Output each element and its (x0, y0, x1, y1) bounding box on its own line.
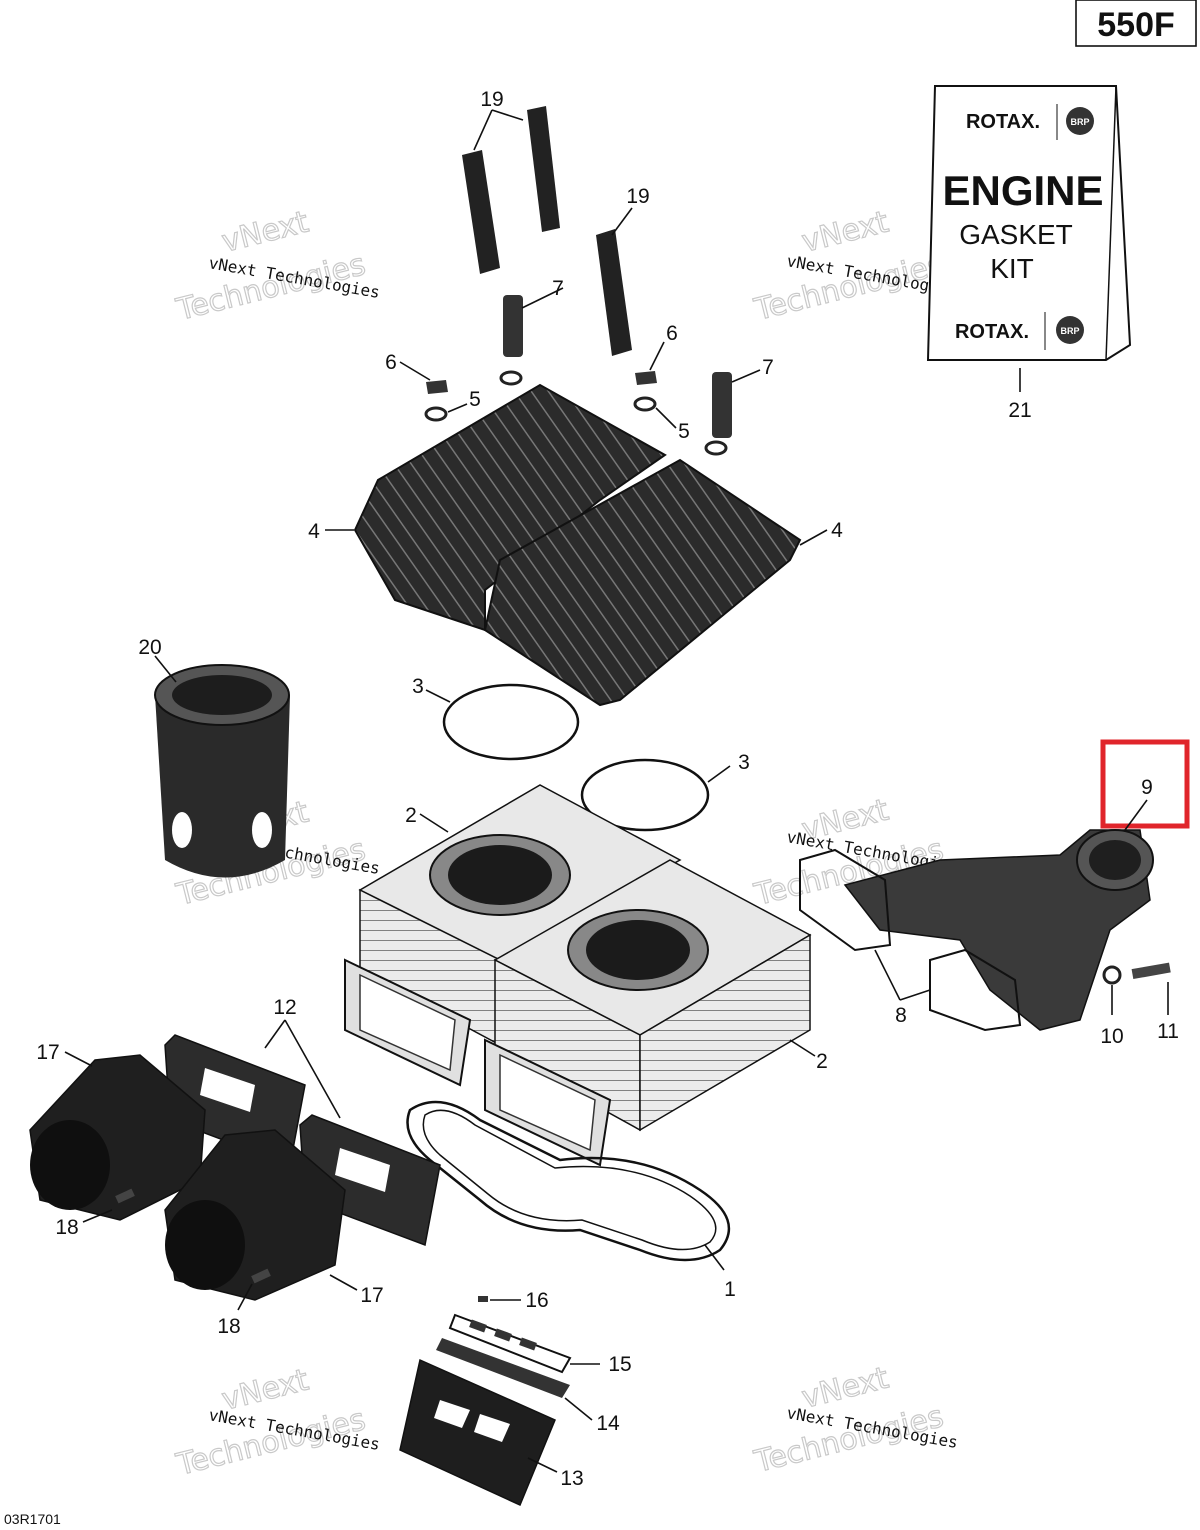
svg-text:vNext: vNext (798, 205, 892, 260)
callout-2a: 2 (405, 804, 417, 827)
highlight-box-part-9 (1100, 739, 1190, 829)
part-10-washer[interactable] (1102, 965, 1122, 985)
callout-9: 9 (1141, 776, 1153, 799)
callout-13: 13 (560, 1467, 583, 1490)
kit-title: ENGINE (942, 167, 1103, 214)
brp-logo-icon-bottom (1056, 316, 1084, 344)
callout-4a: 4 (308, 520, 320, 543)
callout-19b: 19 (626, 185, 649, 208)
svg-text:BRP: BRP (1070, 117, 1089, 127)
callout-15: 15 (608, 1353, 631, 1376)
callout-6b: 6 (666, 322, 678, 345)
callout-5b: 5 (678, 420, 690, 443)
part-4-cylinder-heads[interactable] (353, 383, 802, 707)
callout-14: 14 (596, 1412, 620, 1435)
callout-10: 10 (1100, 1025, 1123, 1048)
part-6-nuts[interactable] (426, 371, 657, 394)
callout-18b: 18 (217, 1315, 240, 1338)
part-14-reed-petal[interactable] (436, 1338, 570, 1398)
svg-text:BRP: BRP (1060, 326, 1079, 336)
part-8-exhaust-gaskets[interactable] (799, 848, 1022, 1032)
callout-19a: 19 (480, 88, 503, 111)
part-13-reed-block[interactable] (399, 1358, 556, 1507)
model-badge-label: 550F (1097, 6, 1175, 44)
brp-logo-icon (1066, 107, 1094, 135)
kit-brand-top: ROTAX. (966, 111, 1040, 133)
callout-21: 21 (1008, 399, 1031, 422)
callout-16: 16 (525, 1289, 548, 1312)
watermark-top-left: vNext Technologies vNext Technologies (172, 204, 381, 329)
callout-7b: 7 (762, 356, 774, 379)
part-7-studs[interactable] (503, 295, 732, 438)
part-1-base-gasket[interactable] (406, 1100, 731, 1262)
callout-2b: 2 (816, 1050, 828, 1073)
watermark-bottom-right: vNext Technologies vNext Technologies (750, 1360, 959, 1481)
kit-line3: KIT (990, 253, 1034, 284)
part-19-bars[interactable] (462, 106, 632, 356)
callout-18a: 18 (55, 1216, 78, 1239)
callout-5a: 5 (469, 388, 481, 411)
kit-brand-bottom: ROTAX. (955, 321, 1029, 343)
callout-11: 11 (1157, 1020, 1179, 1043)
callout-17b: 17 (360, 1284, 383, 1307)
svg-text:vNext: vNext (218, 205, 312, 260)
watermark-top-right: vNext Technologies vNext Technologies (750, 204, 959, 329)
part-18-bolts[interactable] (115, 1188, 271, 1284)
part-16-screw[interactable] (478, 1296, 488, 1302)
part-5-washers[interactable] (424, 370, 728, 456)
part-21-gasket-kit[interactable]: ROTAX. BRP ENGINE GASKET KIT ROTAX. BRP (926, 85, 1132, 361)
callout-20: 20 (138, 636, 161, 659)
part-17-intake-manifolds[interactable] (29, 1054, 346, 1301)
callout-8: 8 (895, 1004, 907, 1027)
diagram-code: 03R1701 (4, 1511, 61, 1527)
part-2-cylinders[interactable] (344, 784, 812, 1167)
part-20-sleeve[interactable] (154, 664, 290, 878)
callout-labels: 19 19 7 7 6 6 5 5 4 4 20 3 3 2 2 21 9 8 … (36, 88, 1179, 1490)
callout-17a: 17 (36, 1041, 59, 1064)
part-3-orings[interactable] (442, 683, 710, 832)
leader-lines (64, 109, 1169, 1473)
callout-3b: 3 (738, 751, 750, 774)
callout-6a: 6 (385, 351, 397, 374)
part-15-reed-stop[interactable] (448, 1313, 572, 1374)
part-9-exhaust-manifold[interactable] (843, 829, 1154, 1031)
callout-1: 1 (724, 1278, 736, 1301)
callout-12: 12 (273, 996, 296, 1019)
callout-4b: 4 (831, 519, 843, 542)
callout-7a: 7 (552, 277, 564, 300)
part-11-bolt[interactable] (1131, 962, 1171, 980)
watermark-bottom-left: vNext Technologies vNext Technologies (172, 1362, 381, 1484)
kit-line2: GASKET (959, 219, 1073, 250)
model-badge: 550F (1075, 0, 1197, 47)
callout-3a: 3 (412, 675, 424, 698)
